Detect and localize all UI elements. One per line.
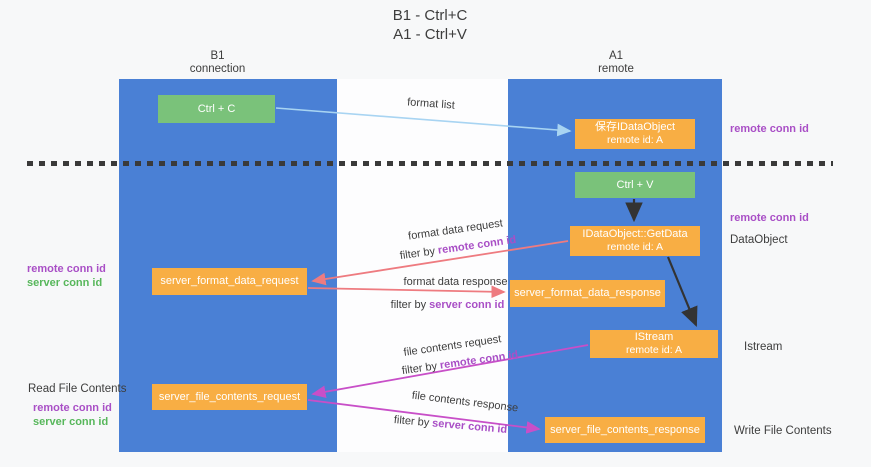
node-server-format-data-response: server_format_data_response [510, 280, 665, 307]
lane-a1-role: remote [598, 63, 634, 75]
node-server-file-contents-response: server_file_contents_response [545, 417, 705, 443]
node-server-file-contents-request: server_file_contents_request [152, 384, 307, 410]
filter-keyword-2: server conn id [429, 299, 505, 311]
node-idataobject-getdata-line1: IDataObject::GetData [582, 228, 688, 240]
side-label-conn-ids-bottom-left: remote conn id server conn id [33, 401, 112, 429]
side-label-remote-conn-id-mid-right: remote conn id [730, 212, 809, 224]
side-label-istream: Istream [744, 341, 783, 353]
node-istream-line2: remote id: A [625, 344, 683, 356]
side-label-server-conn-id-mid-left: server conn id [27, 277, 103, 289]
title-line1: B1 - Ctrl+C [392, 7, 468, 24]
node-ctrl-c: Ctrl + C [158, 95, 275, 123]
side-label-conn-ids-mid-left: remote conn id server conn id [27, 262, 106, 290]
node-save-idataobject-line1: 保存IDataObject [594, 121, 676, 133]
diagram-title: B1 - Ctrl+C A1 - Ctrl+V [310, 6, 550, 44]
node-server-file-contents-response-label: server_file_contents_response [550, 423, 700, 436]
node-idataobject-getdata-line2: remote id: A [606, 241, 664, 253]
node-server-file-contents-request-label: server_file_contents_request [158, 390, 301, 403]
lane-b1-name: B1 [210, 50, 225, 62]
side-label-server-conn-id-bottom-left: server conn id [33, 416, 109, 428]
lane-a1-name: A1 [608, 50, 624, 62]
node-istream-line1: IStream [634, 331, 674, 343]
lane-header-b1: B1 connection [130, 50, 305, 76]
node-idataobject-getdata: IDataObject::GetData remote id: A [570, 226, 700, 256]
title-line2: A1 - Ctrl+V [393, 26, 467, 43]
node-server-format-data-response-label: server_format_data_response [514, 287, 661, 299]
side-label-write-file-contents: Write File Contents [734, 425, 832, 437]
side-label-dataobject: DataObject [730, 234, 788, 246]
node-ctrl-c-label: Ctrl + C [197, 102, 236, 115]
phase-separator-dashed-line [27, 161, 833, 166]
side-label-remote-conn-id-bottom-left: remote conn id [33, 402, 112, 414]
node-save-idataobject-line2: remote id: A [606, 134, 664, 146]
side-label-remote-conn-id-mid-left: remote conn id [27, 263, 106, 275]
filter-prefix-2: filter by [390, 299, 427, 311]
label-format-data-response: format data response [403, 276, 508, 288]
node-save-idataobject: 保存IDataObject remote id: A [575, 119, 695, 149]
node-server-format-data-request-label: server_format_data_request [160, 275, 299, 287]
node-server-format-data-request: server_format_data_request [152, 268, 307, 295]
node-istream: IStream remote id: A [590, 330, 718, 358]
side-label-remote-conn-id-top-right: remote conn id [730, 123, 809, 135]
lane-header-a1: A1 remote [520, 50, 712, 76]
lane-b1-role: connection [189, 63, 246, 75]
node-ctrl-v-label: Ctrl + V [616, 178, 654, 191]
side-label-read-file-contents: Read File Contents [28, 383, 127, 395]
node-ctrl-v: Ctrl + V [575, 172, 695, 198]
